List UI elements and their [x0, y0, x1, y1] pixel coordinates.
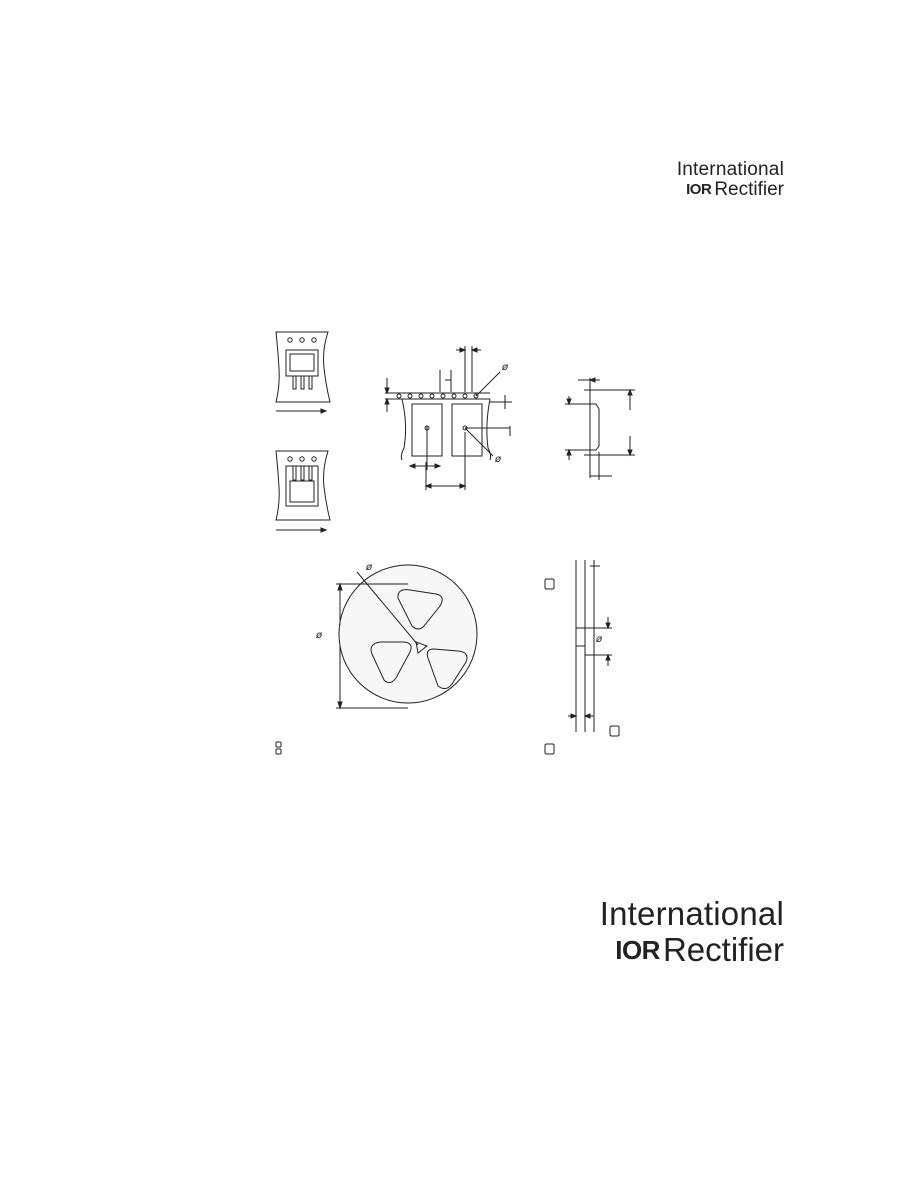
ior-brand-mark: IOR	[686, 181, 712, 198]
logo-top: International IOR Rectifier	[600, 160, 784, 200]
orientation-view-top	[275, 331, 331, 414]
logo-top-international: International	[676, 159, 784, 180]
logo-bottom-rectifier: Rectifier	[662, 931, 784, 968]
tape-section-view	[565, 377, 635, 480]
diameter-symbol-spindle: ø	[595, 634, 603, 645]
logo-bottom: International IOR Rectifier	[520, 896, 784, 968]
logo-top-rectifier-line: IOR Rectifier	[600, 180, 784, 200]
reel-front-view	[336, 564, 478, 710]
reel-side-view	[544, 560, 620, 755]
diameter-symbol-reel: ø	[315, 630, 323, 641]
diameter-symbol-hole: ø	[494, 454, 502, 465]
note-marker	[275, 741, 282, 755]
ior-brand-mark: IOR	[615, 935, 660, 965]
logo-bottom-rectifier-line: IOR Rectifier	[520, 932, 784, 968]
diameter-symbol-sprocket: ø	[501, 362, 509, 373]
carrier-tape-view	[384, 346, 512, 490]
diameter-symbol-hub: ø	[365, 562, 373, 573]
logo-bottom-international: International	[599, 895, 784, 932]
orientation-view-bottom	[275, 450, 331, 533]
logo-top-rectifier: Rectifier	[714, 179, 784, 200]
